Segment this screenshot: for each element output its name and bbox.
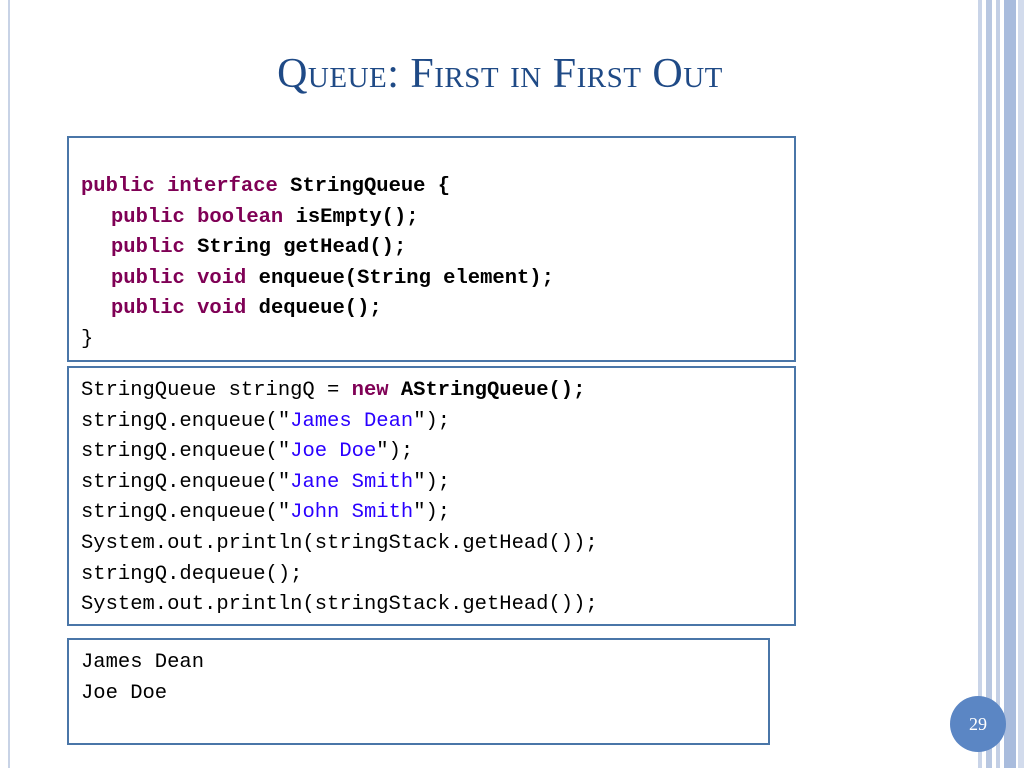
code-line: stringQ.enqueue("Jane Smith"); bbox=[81, 468, 794, 499]
code-line: public void dequeue(); bbox=[81, 294, 794, 325]
interface-code-box: public interface StringQueue { public bo… bbox=[67, 136, 796, 362]
quote: " bbox=[277, 501, 291, 525]
code-text: ); bbox=[425, 470, 451, 494]
stripe bbox=[1004, 0, 1016, 768]
stripe bbox=[996, 0, 1000, 768]
output-line: Joe Doe bbox=[81, 681, 168, 705]
method-signature: String getHead(); bbox=[197, 236, 407, 260]
keyword: boolean bbox=[197, 205, 284, 229]
slide-title: Queue: First in First Out bbox=[277, 51, 723, 97]
code-text: ); bbox=[425, 409, 451, 433]
code-text: stringQ.enqueue( bbox=[81, 501, 278, 525]
code-text: StringQueue stringQ = bbox=[81, 379, 352, 402]
brace: { bbox=[437, 175, 451, 198]
string-literal: James Dean bbox=[290, 409, 414, 433]
quote: " bbox=[413, 470, 426, 494]
code-line: stringQ.enqueue("James Dean"); bbox=[81, 407, 794, 438]
keyword: public bbox=[111, 205, 185, 229]
code-line: public String getHead(); bbox=[81, 233, 794, 264]
keyword: interface bbox=[167, 175, 278, 198]
quote: " bbox=[413, 501, 426, 525]
brace: } bbox=[81, 327, 94, 351]
keyword: void bbox=[197, 297, 247, 321]
quote: " bbox=[413, 409, 426, 433]
stripe bbox=[978, 0, 982, 768]
quote: " bbox=[277, 470, 291, 494]
keyword: public bbox=[81, 175, 155, 198]
code-line: } bbox=[81, 325, 794, 356]
code-line: stringQ.enqueue("Joe Doe"); bbox=[81, 437, 794, 468]
quote: " bbox=[277, 440, 291, 464]
code-text: ); bbox=[425, 501, 451, 525]
code-text: stringQ.enqueue( bbox=[81, 440, 278, 464]
method-signature: dequeue(); bbox=[258, 297, 382, 321]
keyword: void bbox=[197, 266, 247, 290]
code-line: public void enqueue(String element); bbox=[81, 264, 794, 295]
method-signature: enqueue(String element); bbox=[258, 266, 554, 290]
keyword: public bbox=[111, 297, 185, 321]
code-text: stringQ.enqueue( bbox=[81, 409, 278, 433]
usage-code-box: StringQueue stringQ = new AStringQueue()… bbox=[67, 366, 796, 626]
constructor-call: AStringQueue(); bbox=[400, 379, 586, 402]
output-box: James Dean Joe Doe bbox=[67, 638, 770, 745]
output-line: James Dean bbox=[81, 651, 205, 674]
code-text: ); bbox=[388, 440, 414, 464]
stripe bbox=[986, 0, 992, 768]
code-line: System.out.println(stringStack.getHead()… bbox=[81, 593, 598, 617]
code-text: stringQ.enqueue( bbox=[81, 470, 278, 494]
left-border-line bbox=[8, 0, 10, 768]
keyword: public bbox=[111, 236, 185, 260]
quote: " bbox=[376, 440, 389, 464]
method-signature: isEmpty(); bbox=[295, 205, 419, 229]
keyword: new bbox=[351, 379, 389, 402]
right-decorative-stripes bbox=[978, 0, 1024, 768]
keyword: public bbox=[111, 266, 185, 290]
page-number-badge: 29 bbox=[950, 696, 1006, 752]
stripe bbox=[1018, 0, 1024, 768]
code-line: System.out.println(stringStack.getHead()… bbox=[81, 531, 598, 555]
string-literal: John Smith bbox=[290, 501, 414, 525]
code-line: public interface StringQueue { bbox=[81, 172, 794, 203]
string-literal: Jane Smith bbox=[290, 470, 414, 494]
code-line: stringQ.enqueue("John Smith"); bbox=[81, 498, 794, 529]
code-line: public boolean isEmpty(); bbox=[81, 203, 794, 234]
quote: " bbox=[277, 409, 291, 433]
code-line: StringQueue stringQ = new AStringQueue()… bbox=[81, 376, 794, 407]
string-literal: Joe Doe bbox=[290, 440, 377, 464]
identifier: StringQueue bbox=[290, 175, 426, 198]
code-line: stringQ.dequeue(); bbox=[81, 562, 303, 586]
